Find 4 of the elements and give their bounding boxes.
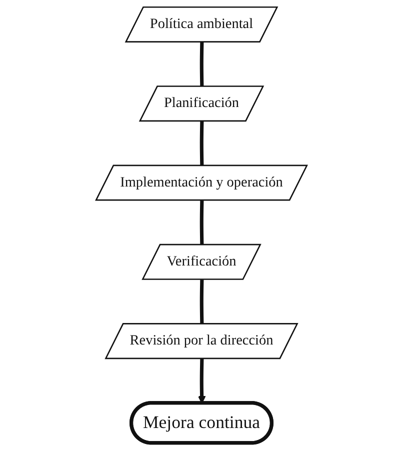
- connector: [200, 42, 204, 87]
- connector: [200, 121, 204, 166]
- connector: [200, 280, 204, 324]
- connector: [200, 200, 204, 246]
